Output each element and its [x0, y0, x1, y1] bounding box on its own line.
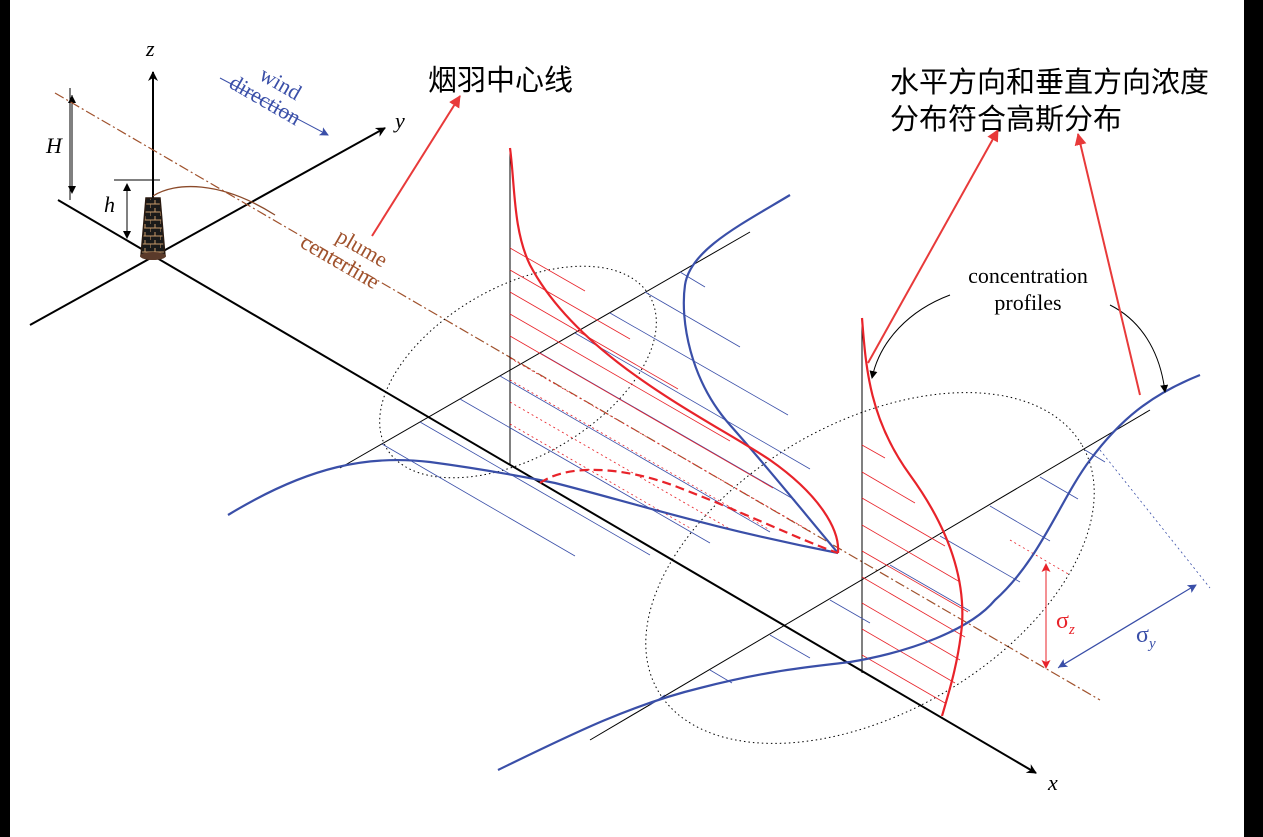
label-H: H: [45, 133, 63, 158]
profile-1-grid: [339, 150, 811, 557]
centerline-annotation: 烟羽中心线: [428, 63, 573, 97]
wind-direction-label: wind direction: [225, 61, 306, 130]
gaussian-annotation-arrow-1: [867, 129, 999, 364]
gaussian-annotation-line-2: 分布符合高斯分布: [890, 102, 1122, 136]
concentration-profile-pointer-1: [869, 294, 951, 379]
concentration-profiles-label-2: profiles: [994, 290, 1061, 315]
gaussian-annotation-line-1: 水平方向和垂直方向浓度: [890, 65, 1209, 99]
axis-label-x: x: [1047, 770, 1058, 795]
wind-direction-arrow: [219, 77, 329, 136]
horizontal-profile-1-upper: [682, 194, 839, 554]
axis-label-y: y: [393, 108, 405, 133]
vertical-profile-2: [860, 317, 964, 717]
axes: [29, 71, 1037, 774]
concentration-profiles-label-1: concentration: [968, 263, 1088, 288]
plume-centerline: [54, 92, 1101, 701]
height-markers: [68, 88, 160, 239]
concentration-profile-pointer-2: [1109, 304, 1169, 393]
axis-label-z: z: [145, 36, 155, 61]
horizontal-profile-2: [497, 373, 1201, 771]
diagram-canvas: H h: [10, 0, 1244, 837]
vertical-profile-1-hidden: [539, 468, 839, 555]
plume-cross-section-2: [645, 392, 1095, 744]
label-h: h: [104, 192, 115, 217]
sigma-y-label: σ: [1136, 622, 1149, 648]
svg-text:σy: σy: [1136, 622, 1156, 652]
gaussian-annotation-arrow-2: [1074, 133, 1141, 396]
plume-cross-section-1: [379, 265, 657, 479]
svg-text:σz: σz: [1056, 608, 1075, 638]
horizontal-profile-1: [227, 458, 839, 555]
profile-2-grid: [589, 320, 1211, 741]
gaussian-plume-diagram: H h: [29, 36, 1211, 795]
chimney-icon: [140, 185, 276, 260]
vertical-profile-1: [508, 147, 840, 554]
sigma-z-label: σ: [1056, 608, 1069, 634]
x-axis-line: [57, 199, 1037, 774]
y-axis-line: [29, 127, 386, 326]
centerline-annotation-arrow: [371, 95, 461, 237]
